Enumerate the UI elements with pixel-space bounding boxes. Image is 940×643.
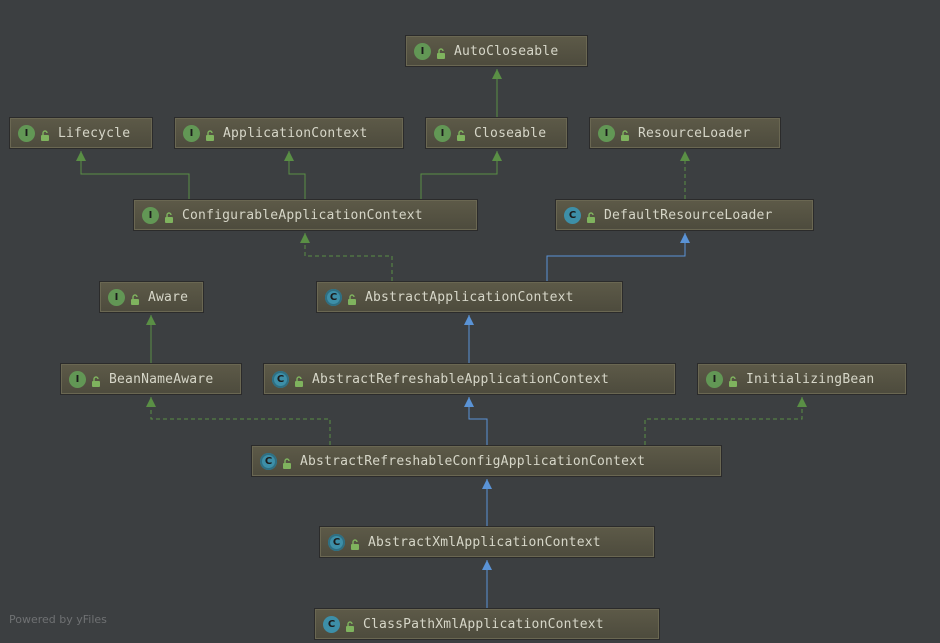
edge-classpathxmlapplicationcontext-to-abstractxmlapplicationcontext: [482, 560, 492, 608]
interface-icon: I: [706, 370, 723, 388]
node-abstractrefreshableapplicationcontext[interactable]: C AbstractRefreshableApplicationContext: [263, 363, 676, 395]
edge-arrowhead: [146, 315, 156, 325]
node-beannameaware[interactable]: I BeanNameAware: [60, 363, 242, 395]
node-abstractrefreshableconfigapplicationcontext[interactable]: C AbstractRefreshableConfigApplicationCon…: [251, 445, 722, 477]
interface-icon: I: [69, 370, 86, 388]
abstract-class-icon: C: [260, 452, 277, 470]
edge-line: [80, 151, 190, 199]
interface-icon: I: [18, 124, 35, 142]
abstract-class-icon: C: [328, 533, 345, 551]
edge-line: [420, 151, 498, 199]
edge-abstractrefreshableconfigapplicationcontext-to-beannameaware: [146, 397, 331, 445]
public-lock-icon: [728, 373, 738, 387]
public-lock-icon: [350, 536, 360, 550]
node-classpathxmlapplicationcontext[interactable]: C ClassPathXmlApplicationContext: [314, 608, 660, 640]
node-label: ResourceLoader: [638, 125, 751, 141]
edge-arrowhead: [492, 151, 502, 161]
node-autocloseable[interactable]: I AutoCloseable: [405, 35, 588, 67]
edge-line: [546, 233, 686, 281]
public-lock-icon: [436, 45, 446, 59]
interface-icon: I: [142, 206, 159, 224]
edge-line: [150, 397, 331, 445]
node-label: ApplicationContext: [223, 125, 368, 141]
edge-arrowhead: [797, 397, 807, 407]
node-label: AbstractXmlApplicationContext: [368, 534, 601, 550]
node-initializingbean[interactable]: I InitializingBean: [697, 363, 907, 395]
node-label: BeanNameAware: [109, 371, 214, 387]
edge-abstractrefreshableconfigapplicationcontext-to-initializingbean: [644, 397, 807, 445]
node-abstractapplicationcontext[interactable]: C AbstractApplicationContext: [316, 281, 623, 313]
interface-icon: I: [414, 42, 431, 60]
edge-arrowhead: [464, 397, 474, 407]
public-lock-icon: [282, 455, 292, 469]
public-lock-icon: [164, 209, 174, 223]
edge-abstractrefreshableapplicationcontext-to-abstractapplicationcontext: [464, 315, 474, 363]
node-label: Lifecycle: [58, 125, 131, 141]
node-label: AbstractRefreshableConfigApplicationCont…: [300, 453, 646, 469]
node-abstractxmlapplicationcontext[interactable]: C AbstractXmlApplicationContext: [319, 526, 655, 558]
edge-arrowhead: [284, 151, 294, 161]
interface-icon: I: [598, 124, 615, 142]
interface-icon: I: [108, 288, 125, 306]
edge-arrowhead: [76, 151, 86, 161]
edge-line: [468, 397, 488, 445]
interface-icon: I: [434, 124, 451, 142]
node-label: InitializingBean: [746, 371, 875, 387]
node-configurableapplicationcontext[interactable]: I ConfigurableApplicationContext: [133, 199, 478, 231]
class-icon: C: [564, 206, 581, 224]
node-label: Closeable: [474, 125, 547, 141]
edge-configurableapplicationcontext-to-closeable: [420, 151, 502, 199]
public-lock-icon: [347, 291, 357, 305]
public-lock-icon: [586, 209, 596, 223]
node-label: ClassPathXmlApplicationContext: [363, 616, 604, 632]
edge-abstractrefreshableconfigapplicationcontext-to-abstractrefreshableapplicationcontext: [464, 397, 488, 445]
node-aware[interactable]: I Aware: [99, 281, 204, 313]
node-label: DefaultResourceLoader: [604, 207, 773, 223]
edge-abstractapplicationcontext-to-configurableapplicationcontext: [300, 233, 393, 281]
node-closeable[interactable]: I Closeable: [425, 117, 568, 149]
edge-arrowhead: [492, 69, 502, 79]
edge-arrowhead: [482, 560, 492, 570]
interface-icon: I: [183, 124, 200, 142]
node-label: AbstractRefreshableApplicationContext: [312, 371, 609, 387]
node-defaultresourceloader[interactable]: C DefaultResourceLoader: [555, 199, 814, 231]
public-lock-icon: [456, 127, 466, 141]
edge-line: [644, 397, 803, 445]
edge-abstractxmlapplicationcontext-to-abstractrefreshableconfigapplicationcontext: [482, 479, 492, 526]
edge-arrowhead: [680, 233, 690, 243]
class-icon: C: [323, 615, 340, 633]
public-lock-icon: [205, 127, 215, 141]
public-lock-icon: [40, 127, 50, 141]
node-lifecycle[interactable]: I Lifecycle: [9, 117, 153, 149]
node-label: ConfigurableApplicationContext: [182, 207, 423, 223]
public-lock-icon: [91, 373, 101, 387]
edge-abstractapplicationcontext-to-defaultresourceloader: [546, 233, 690, 281]
edge-beannameaware-to-aware: [146, 315, 156, 363]
edge-arrowhead: [300, 233, 310, 243]
node-resourceloader[interactable]: I ResourceLoader: [589, 117, 781, 149]
edge-arrowhead: [464, 315, 474, 325]
public-lock-icon: [294, 373, 304, 387]
edge-configurableapplicationcontext-to-applicationcontext: [284, 151, 306, 199]
edge-configurableapplicationcontext-to-lifecycle: [76, 151, 190, 199]
node-label: Aware: [148, 289, 189, 305]
node-label: AutoCloseable: [454, 43, 559, 59]
abstract-class-icon: C: [272, 370, 289, 388]
public-lock-icon: [345, 618, 355, 632]
edge-defaultresourceloader-to-resourceloader: [680, 151, 690, 199]
powered-by-label: Powered by yFiles: [9, 613, 107, 626]
edge-arrowhead: [482, 479, 492, 489]
public-lock-icon: [130, 291, 140, 305]
edge-line: [304, 233, 393, 281]
abstract-class-icon: C: [325, 288, 342, 306]
public-lock-icon: [620, 127, 630, 141]
edge-closeable-to-autocloseable: [492, 69, 502, 117]
edge-arrowhead: [146, 397, 156, 407]
node-label: AbstractApplicationContext: [365, 289, 574, 305]
edge-line: [288, 151, 306, 199]
node-applicationcontext[interactable]: I ApplicationContext: [174, 117, 404, 149]
edge-arrowhead: [680, 151, 690, 161]
